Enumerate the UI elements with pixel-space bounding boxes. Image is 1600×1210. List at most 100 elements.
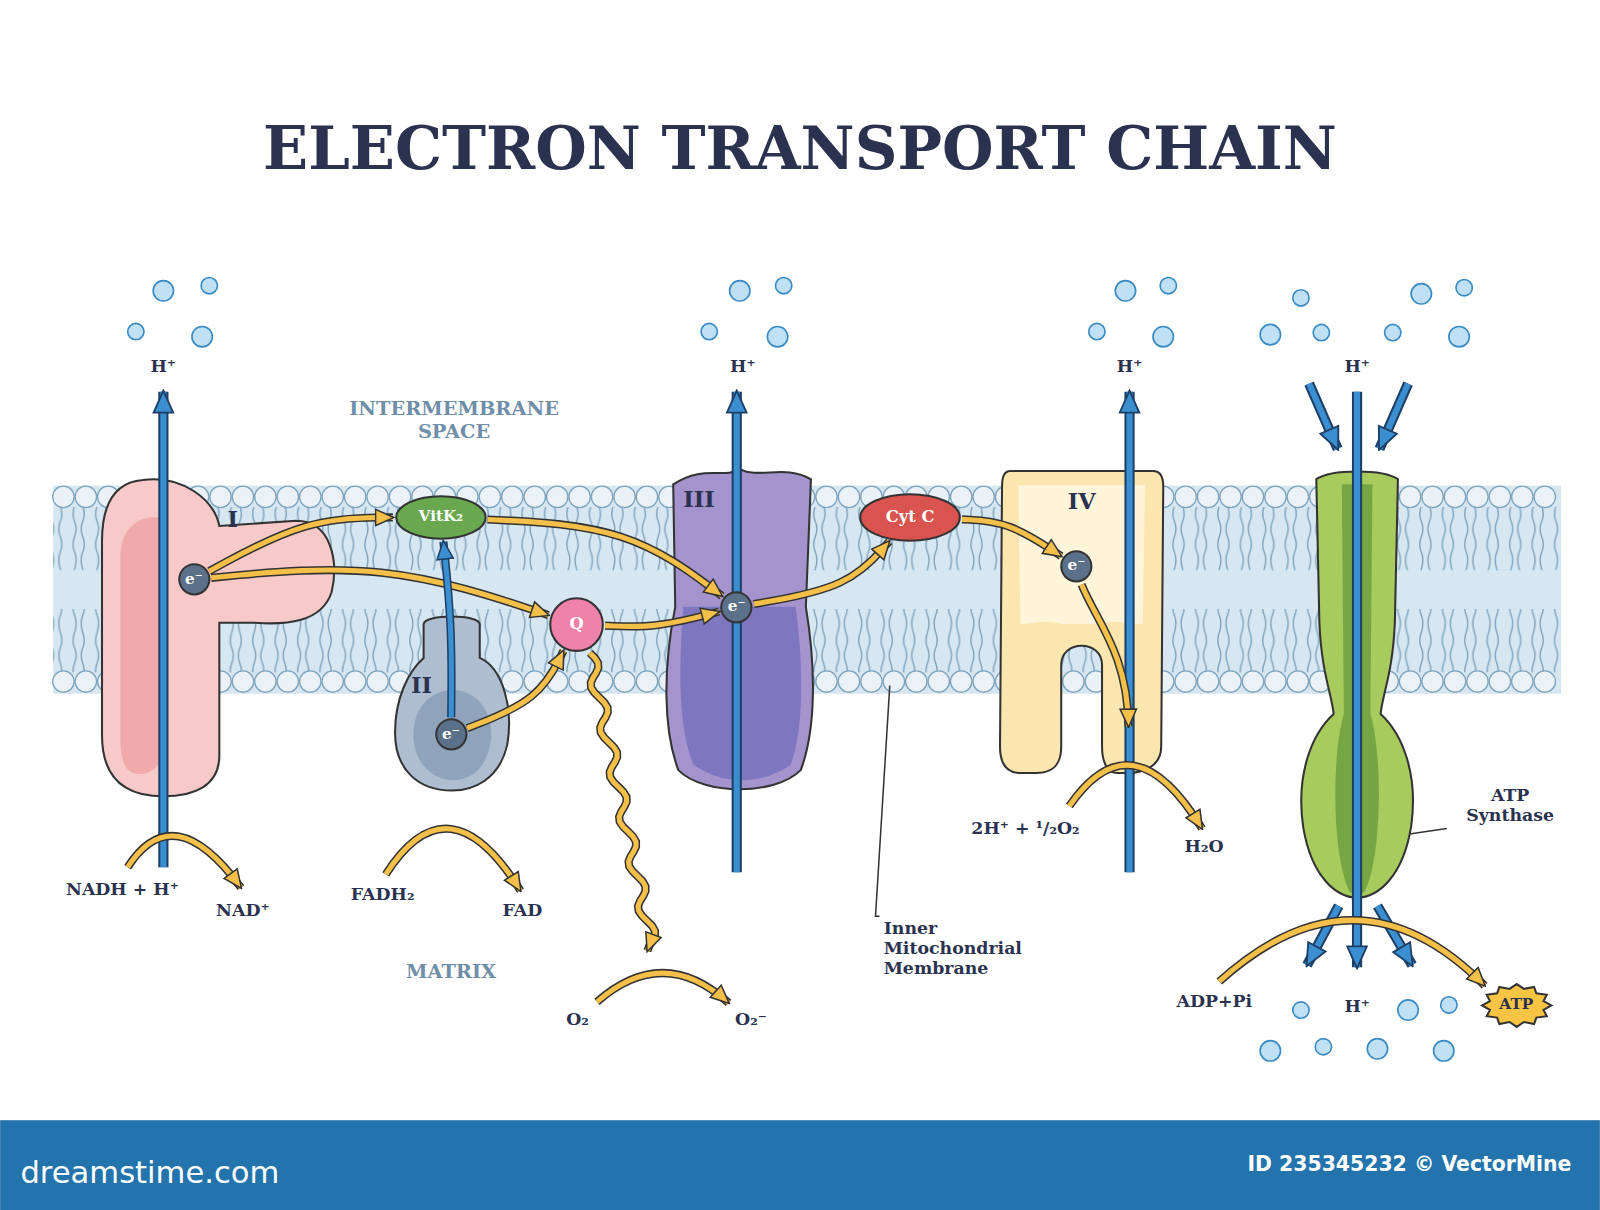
- illustration-part: [1422, 671, 1443, 692]
- illustration-part: [861, 671, 882, 692]
- proton-arrow: [163, 392, 164, 867]
- illustration-part: [734, 392, 740, 873]
- illustration-part: [546, 486, 567, 507]
- product-label: FAD: [503, 901, 543, 921]
- illustration-part: [1467, 486, 1488, 507]
- illustration-part: [255, 486, 276, 507]
- illustration-part: [838, 671, 859, 692]
- complex-protein: IVe⁻: [1000, 471, 1163, 773]
- node-shape: [663, 464, 816, 791]
- reactant-label: O₂: [566, 1010, 589, 1030]
- illustration-part: [524, 486, 545, 507]
- illustration-part: [1512, 671, 1533, 692]
- node-label: e⁻: [1068, 557, 1086, 575]
- electron-carrier: VitK₂: [395, 495, 487, 540]
- illustration-part: [75, 671, 96, 692]
- illustration-part: [1061, 551, 1091, 581]
- illustration-part: [1399, 486, 1420, 507]
- illustration-part: [153, 281, 173, 301]
- illustration-part: [1534, 671, 1555, 692]
- illustration-part: [277, 486, 298, 507]
- illustration-part: [1063, 671, 1084, 692]
- illustration-part: [1434, 1041, 1454, 1061]
- proton-label: H⁺: [1344, 357, 1370, 377]
- illustration-part: [75, 486, 96, 507]
- illustration-part: [1219, 920, 1484, 985]
- illustration-part: [667, 469, 814, 789]
- leader-line: [875, 686, 889, 917]
- illustration-part: [816, 671, 837, 692]
- illustration-part: [1160, 278, 1176, 294]
- illustration-part: [1197, 671, 1218, 692]
- illustration-part: [722, 592, 752, 622]
- illustration-part: [1354, 392, 1360, 967]
- illustration-part: [860, 494, 960, 541]
- illustration-part: [776, 278, 792, 294]
- illustration-part: [158, 392, 168, 867]
- illustration-part: [1309, 384, 1338, 449]
- node-label: ATP Synthase: [1454, 786, 1566, 826]
- atp-synthase: ATP Synthase: [1301, 469, 1413, 898]
- illustration-part: [636, 671, 657, 692]
- leader-line: [1406, 828, 1447, 834]
- proton-arrow: [1379, 384, 1408, 449]
- electron-circle: e⁻: [178, 563, 211, 596]
- electron-circle: e⁻: [1060, 550, 1093, 583]
- illustration-part: [569, 486, 590, 507]
- illustration-part: [1242, 486, 1263, 507]
- illustration-part: [1482, 984, 1551, 1027]
- illustration-part: [1175, 486, 1196, 507]
- illustration-part: [300, 486, 321, 507]
- proton-arrows: [163, 384, 1412, 968]
- node-shape: [102, 480, 337, 796]
- illustration-part: [928, 671, 949, 692]
- illustration-part: [1398, 1000, 1418, 1020]
- illustration-part: [1307, 906, 1339, 965]
- illustration-part: [1301, 472, 1413, 898]
- illustration-part: [1197, 486, 1218, 507]
- illustration-part: [1534, 486, 1555, 507]
- illustration-part: [1115, 281, 1135, 301]
- node-label: I: [227, 507, 238, 533]
- illustration-part: [395, 617, 509, 791]
- illustration-part: [128, 323, 144, 339]
- illustration-part: [816, 486, 837, 507]
- node-shape: [1301, 469, 1413, 898]
- watermark-bar: [0, 1120, 1600, 1210]
- illustration-part: [1287, 486, 1308, 507]
- electron-circle: e⁻: [720, 591, 753, 624]
- illustration-part: [255, 671, 276, 692]
- illustration-part: [179, 564, 209, 594]
- superoxide-leak-arrow: [590, 653, 655, 951]
- illustration-part: [344, 671, 365, 692]
- illustration-part: [322, 671, 343, 692]
- illustration-part: [906, 671, 927, 692]
- node-label: Cyt C: [886, 508, 935, 527]
- watermark: dreamstime.com: [20, 1156, 279, 1191]
- illustration-part: [120, 517, 165, 774]
- illustration-part: [590, 653, 655, 951]
- illustration-part: [1467, 671, 1488, 692]
- illustration-part: [1018, 486, 1145, 625]
- illustration-part: [1293, 290, 1309, 306]
- reactant-label: NADH + H⁺: [66, 880, 179, 900]
- illustration-part: [730, 281, 750, 301]
- illustration-part: [1489, 671, 1510, 692]
- illustration-part: [201, 278, 217, 294]
- reaction-arrow: [1069, 765, 1202, 828]
- illustration-part: [386, 829, 521, 891]
- proton-arrow: [1309, 384, 1338, 449]
- illustration-part: [1265, 671, 1286, 692]
- illustration-part: [396, 496, 485, 538]
- illustration-part: [1265, 486, 1286, 507]
- complex-protein: Ie⁻: [102, 480, 337, 796]
- illustration-part: [1220, 486, 1241, 507]
- product-label: NAD⁺: [216, 901, 269, 921]
- illustration-part: [1175, 671, 1196, 692]
- illustration-part: [1309, 384, 1338, 449]
- illustration-part: [1069, 765, 1202, 828]
- illustration-part: [1126, 392, 1132, 873]
- illustration-part: [1352, 392, 1362, 967]
- illustration-part: [1153, 326, 1173, 346]
